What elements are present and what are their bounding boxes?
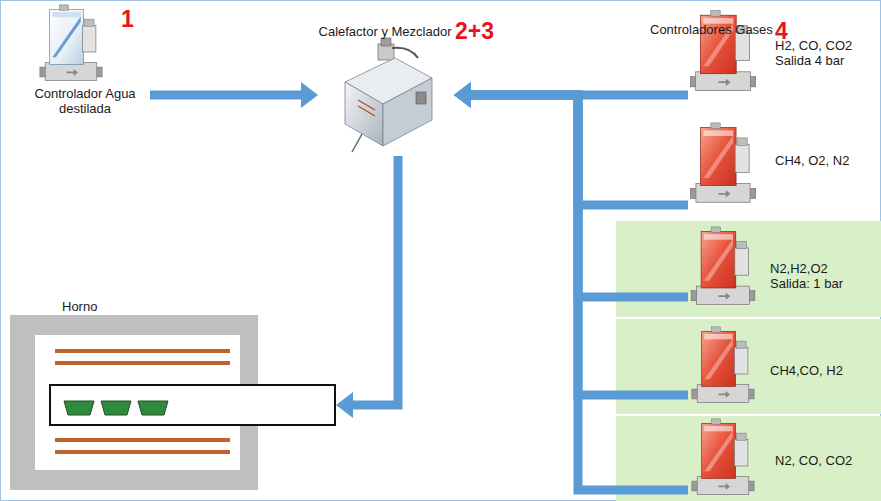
gas-controller-image <box>692 419 754 495</box>
arrow-head <box>454 82 471 108</box>
arrow-head <box>454 82 471 108</box>
node-label: Controlador Agua destilada <box>32 86 138 116</box>
arrow-head <box>454 82 471 108</box>
node-label: N2,H2,O2 Salida: 1 bar <box>770 261 866 291</box>
callout-number: 4 <box>775 18 788 44</box>
gas-controller: N2, CO, CO2 <box>688 418 876 498</box>
callout-number: 1 <box>121 6 134 32</box>
group-heading: Controladores Gases <box>650 22 773 37</box>
heater-mixer: Calefactor y Mezclador <box>318 20 454 156</box>
gas-controller-image <box>692 327 754 403</box>
mixer-image <box>345 38 432 152</box>
callout-number: 2+3 <box>455 18 494 44</box>
flow-arrow <box>454 82 688 297</box>
node-label: N2, CO, CO2 <box>775 453 871 468</box>
water-controller-image <box>40 5 102 81</box>
node-label: H2, CO, CO2 Salida 4 bar <box>775 38 867 68</box>
oven: Horno <box>8 297 336 492</box>
node-label: CH4,CO, H2 <box>770 363 866 378</box>
flow-arrow <box>454 82 688 490</box>
flow-line <box>471 95 688 490</box>
gas-controller: N2,H2,O2 Salida: 1 bar <box>688 223 876 315</box>
gas-controller: CH4, O2, N2 <box>688 116 876 212</box>
green-panel <box>616 319 881 414</box>
arrow-head <box>301 82 318 108</box>
gas-controller-image <box>690 123 755 202</box>
green-panel <box>616 221 881 317</box>
node-label: Calefactor y Mezclador <box>318 24 452 39</box>
arrow-head <box>454 82 471 108</box>
oven-image <box>10 315 335 490</box>
node-label: Horno <box>62 299 122 314</box>
gas-controller: CH4,CO, H2 <box>688 322 876 412</box>
flow-arrow <box>336 156 398 418</box>
arrow-head <box>454 82 471 108</box>
arrow-head <box>336 392 353 418</box>
flow-arrow <box>454 82 688 395</box>
flow-line <box>353 156 398 405</box>
node-label: CH4, O2, N2 <box>775 153 871 168</box>
flow-arrow <box>454 82 688 205</box>
flow-arrow <box>150 82 318 108</box>
flow-line <box>150 91 301 100</box>
gas-controller-image <box>691 227 755 304</box>
